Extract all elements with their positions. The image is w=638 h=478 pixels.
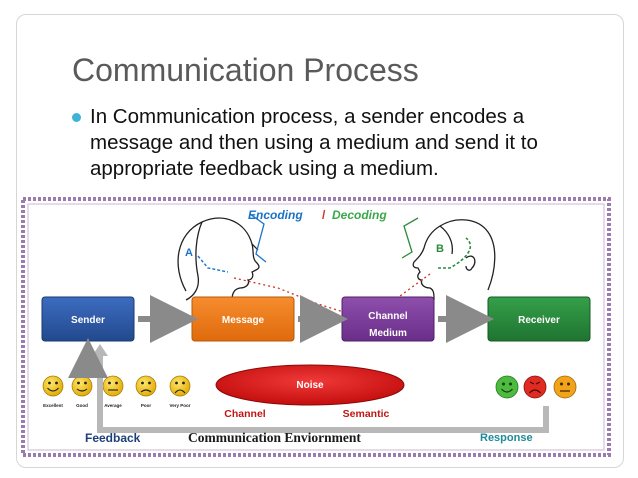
communication-diagram: Encoding / Decoding A B Sender Message C…	[21, 197, 611, 457]
slash-label: /	[322, 208, 326, 222]
face-poor-icon	[135, 375, 157, 397]
channel-label: Channel	[368, 311, 408, 322]
bullet-text: In Communication process, a sender encod…	[90, 105, 538, 180]
rating-good: Good	[76, 403, 88, 408]
medium-label: Medium	[369, 328, 407, 339]
rating-excellent: Excellent	[43, 403, 63, 408]
rating-very-poor: Very Poor	[169, 403, 190, 408]
receiver-label: Receiver	[518, 315, 560, 326]
label-a: A	[185, 247, 193, 259]
noise-label: Noise	[296, 380, 324, 391]
noise-ellipse	[215, 364, 405, 406]
rating-average: Average	[104, 403, 122, 408]
rating-poor: Poor	[141, 403, 151, 408]
transmission-line	[233, 277, 351, 315]
receiver-head-icon	[412, 219, 496, 301]
thought-arrow-b	[438, 237, 472, 269]
message-label: Message	[222, 315, 265, 326]
rating-faces	[42, 375, 191, 397]
bracket-b	[401, 217, 419, 259]
feedback-label: Feedback	[85, 431, 141, 445]
face-excellent-icon	[42, 375, 64, 397]
response-label: Response	[480, 432, 533, 444]
encoding-label: Encoding	[248, 208, 303, 222]
sender-label: Sender	[71, 315, 105, 326]
response-happy-icon	[495, 375, 519, 399]
decoding-label: Decoding	[332, 208, 387, 222]
noise-semantic-label: Semantic	[343, 408, 390, 420]
environment-label: Communication Enviornment	[188, 430, 361, 445]
response-neutral-icon	[553, 375, 577, 399]
feedback-loop	[97, 354, 549, 433]
noise-channel-label: Channel	[224, 408, 266, 420]
bracket-a	[249, 213, 267, 263]
response-faces	[495, 375, 577, 399]
face-average-icon	[102, 375, 124, 397]
response-angry-icon	[523, 375, 547, 399]
slide-title: Communication Process	[72, 52, 419, 88]
face-very-poor-icon	[169, 375, 191, 397]
bullet-icon	[72, 113, 81, 122]
label-b: B	[436, 243, 444, 255]
thought-arrow-a	[197, 255, 229, 273]
face-good-icon	[71, 375, 93, 397]
